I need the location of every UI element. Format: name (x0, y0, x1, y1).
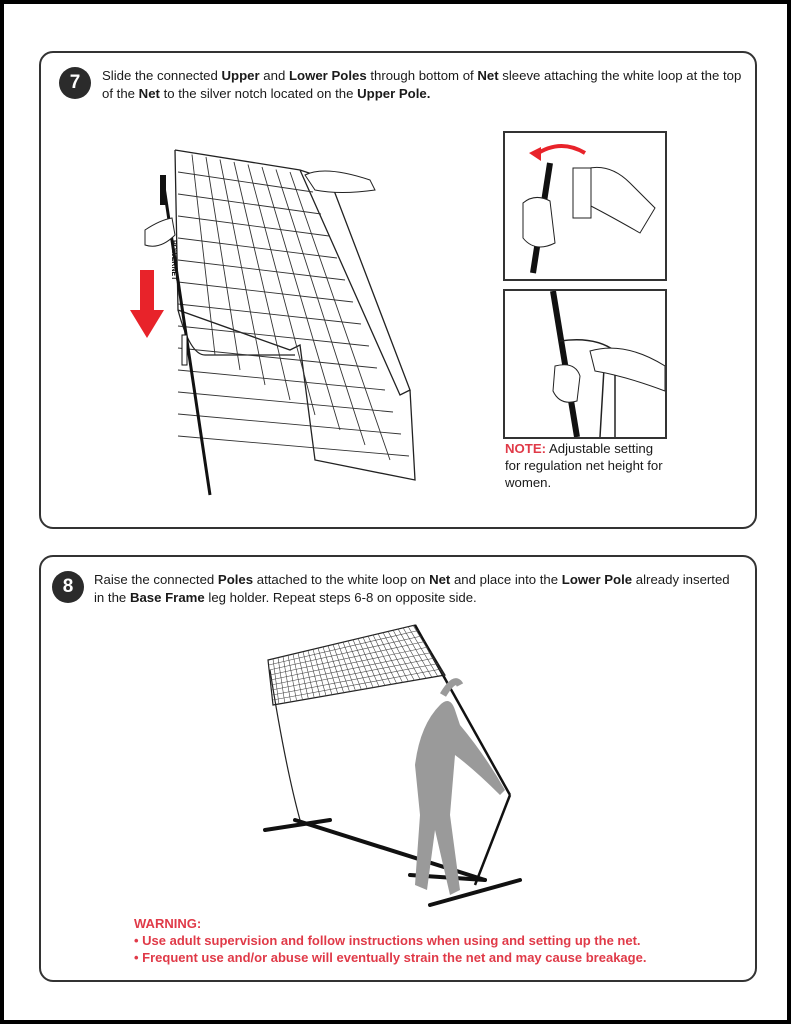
instruction-text: leg holder. Repeat steps 6-8 on opposite… (204, 590, 477, 605)
warning-block: WARNING: • Use adult supervision and fol… (134, 915, 646, 966)
warning-title: WARNING: (134, 916, 202, 931)
instruction-text: attached to the white loop on (253, 572, 430, 587)
bold-term: Net (429, 572, 451, 587)
warning-item: • Frequent use and/or abuse will eventua… (134, 950, 647, 965)
bold-term: Upper (221, 68, 260, 83)
step-7-number: 7 (59, 67, 91, 99)
instruction-text: Slide the connected (102, 68, 222, 83)
instruction-text: sleeve attaching the white loop at the t… (102, 68, 742, 101)
step-7-instructions: Slide the connected Upper and Lower Pole… (102, 67, 742, 103)
instruction-text: already inserted in the (94, 572, 730, 605)
instruction-text: and place into the (450, 572, 562, 587)
instruction-text: through bottom of (366, 68, 478, 83)
bold-term: Lower Pole (561, 572, 633, 587)
bold-term: Base Frame (129, 590, 205, 605)
instruction-text: and (259, 68, 289, 83)
notch-detail-inset (503, 131, 667, 281)
height-setting-inset (503, 289, 667, 439)
bold-term: Net (138, 86, 160, 101)
instruction-text: Raise the connected (94, 572, 218, 587)
note-text: Adjustable setting for regulation net he… (505, 441, 663, 490)
step-8-panel (39, 555, 757, 982)
bold-term: Net (477, 68, 499, 83)
height-note: NOTE: Adjustable setting for regulation … (505, 440, 670, 491)
note-label: NOTE: (505, 441, 547, 456)
warning-item: • Use adult supervision and follow instr… (134, 933, 641, 948)
bold-term: Lower Poles (288, 68, 367, 83)
brand-logo: POWERNET (170, 240, 177, 281)
bold-term: Poles (217, 572, 254, 587)
instruction-text: to the silver notch located on the (159, 86, 358, 101)
step-7-net-illustration: POWERNET (130, 149, 416, 496)
step-8-raise-net-illustration (263, 624, 522, 907)
bold-term: Upper Pole. (357, 86, 431, 101)
step-8-number: 8 (52, 571, 84, 603)
step-8-instructions: Raise the connected Poles attached to th… (94, 571, 734, 607)
